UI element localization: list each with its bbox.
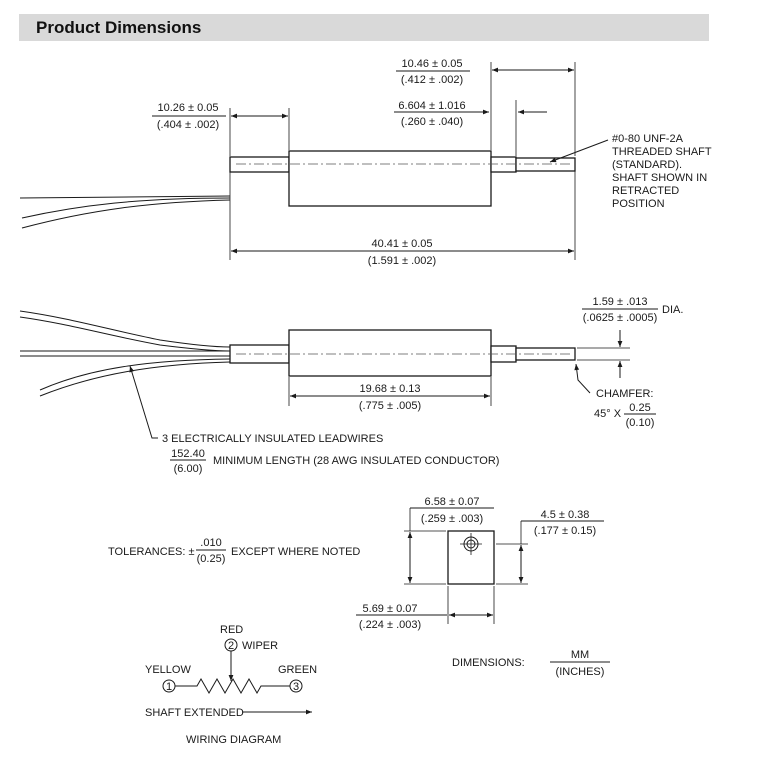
- tolerances-den: (0.25): [197, 553, 226, 565]
- dim-dia-in: (.0625 ± .0005): [583, 312, 658, 324]
- units-legend: DIMENSIONS: MM (INCHES): [452, 649, 610, 678]
- units-den: (INCHES): [556, 666, 605, 678]
- svg-text:#0-80 UNF-2A: #0-80 UNF-2A: [612, 133, 684, 145]
- shaft-note-leader: [549, 139, 609, 163]
- wiring-yellow: YELLOW: [145, 664, 191, 676]
- side-body: [288, 329, 492, 377]
- dim-right-in: (.412 ± .002): [401, 74, 463, 86]
- chamfer-angle: 45° X: [594, 408, 622, 420]
- svg-text:THREADED SHAFT: THREADED SHAFT: [612, 146, 712, 158]
- dim-overall-in: (1.591 ± .002): [368, 255, 436, 267]
- chamfer-label: CHAMFER:: [596, 388, 653, 400]
- wiring-diagram: RED 2 WIPER YELLOW GREEN 1 3 SHAFT EXTEN…: [145, 624, 317, 746]
- tolerances-note: TOLERANCES: ± .010 (0.25) EXCEPT WHERE N…: [108, 537, 360, 565]
- wiring-red: RED: [220, 624, 243, 636]
- top-view: 40.41 ± 0.05 (1.591 ± .002) 10.26 ± 0.05…: [19, 58, 712, 267]
- dim-dia-suffix: DIA.: [662, 304, 683, 316]
- leadwire-side-3: [39, 358, 231, 391]
- leadwire-side-1: [19, 310, 231, 348]
- section-title: Product Dimensions: [36, 18, 202, 37]
- leadwire-top-2: [21, 197, 231, 219]
- dim-end-width-in: (.259 ± .003): [421, 513, 483, 525]
- dim-dia-mm: 1.59 ± .013: [593, 296, 648, 308]
- dim-end-height-mm: 5.69 ± 0.07: [363, 603, 418, 615]
- pin2-label: 2: [228, 640, 234, 652]
- chamfer-mm: 0.25: [629, 402, 650, 414]
- dim-right-mm: 10.46 ± 0.05: [401, 58, 462, 70]
- dim-overall-mm: 40.41 ± 0.05: [371, 238, 432, 250]
- leadwire-side-1b: [19, 316, 231, 352]
- leadwire-top-3: [21, 199, 231, 229]
- shaft-note: #0-80 UNF-2A THREADED SHAFT (STANDARD). …: [612, 133, 712, 210]
- wiring-shaft-extended: SHAFT EXTENDED: [145, 707, 244, 719]
- chamfer-in: (0.10): [626, 417, 655, 429]
- side-view: 19.68 ± 0.13 (.775 ± .005) 1.59 ± .013 (…: [19, 296, 683, 475]
- leadwire-leader: [129, 365, 158, 439]
- tolerances-num: .010: [200, 537, 221, 549]
- svg-text:(STANDARD).: (STANDARD).: [612, 159, 682, 171]
- leadwire-top-1: [19, 195, 231, 199]
- top-body: [288, 150, 492, 207]
- tolerances-prefix: TOLERANCES: ±: [108, 546, 195, 558]
- svg-text:SHAFT SHOWN IN: SHAFT SHOWN IN: [612, 172, 707, 184]
- dim-end-offset-mm: 4.5 ± 0.38: [541, 509, 590, 521]
- top-right-shaft-base: [490, 156, 517, 173]
- pin3-label: 3: [293, 681, 299, 693]
- dim-end-height-in: (.224 ± .003): [359, 619, 421, 631]
- wiring-wiper: WIPER: [242, 640, 278, 652]
- end-view: 6.58 ± 0.07 (.259 ± .003) 4.5 ± 0.38 (.1…: [356, 496, 604, 631]
- dim-left-in: (.404 ± .002): [157, 119, 219, 131]
- lead-length-mm: 152.40: [171, 448, 205, 460]
- resistor-symbol: [175, 677, 290, 695]
- section-header: Product Dimensions: [19, 14, 709, 41]
- top-left-shaft: [229, 156, 290, 173]
- units-num: MM: [571, 649, 589, 661]
- leadwire-side-3b: [39, 361, 231, 397]
- pin1-label: 1: [166, 681, 172, 693]
- lead-length-in: (6.00): [174, 463, 203, 475]
- chamfer-leader: [574, 363, 591, 394]
- dim-end-width-mm: 6.58 ± 0.07: [425, 496, 480, 508]
- dim-left-mm: 10.26 ± 0.05: [157, 102, 218, 114]
- wiring-caption: WIRING DIAGRAM: [186, 734, 281, 746]
- top-threaded-shaft: [515, 157, 576, 172]
- leadwires-label: 3 ELECTRICALLY INSULATED LEADWIRES: [162, 433, 383, 445]
- svg-text:RETRACTED: RETRACTED: [612, 185, 679, 197]
- units-label: DIMENSIONS:: [452, 657, 525, 669]
- dim-end-offset-in: (.177 ± 0.15): [534, 525, 596, 537]
- dim-body-mm: 19.68 ± 0.13: [359, 383, 420, 395]
- dim-travel-in: (.260 ± .040): [401, 116, 463, 128]
- wiring-green: GREEN: [278, 664, 317, 676]
- dim-body-in: (.775 ± .005): [359, 400, 421, 412]
- svg-text:POSITION: POSITION: [612, 198, 665, 210]
- tolerances-suffix: EXCEPT WHERE NOTED: [231, 546, 360, 558]
- dim-travel-mm: 6.604 ± 1.016: [398, 100, 465, 112]
- lead-length-text: MINIMUM LENGTH (28 AWG INSULATED CONDUCT…: [213, 455, 499, 467]
